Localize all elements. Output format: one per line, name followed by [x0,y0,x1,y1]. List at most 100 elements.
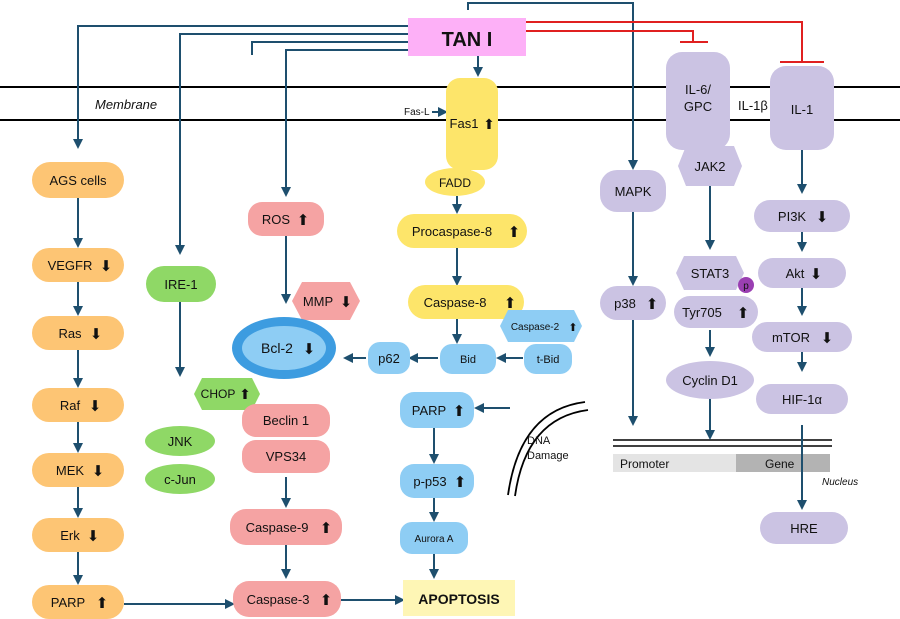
pathway-arrows [73,150,807,609]
ros-node: ROS ⬆ [248,202,324,236]
svg-text:Beclin 1: Beclin 1 [263,413,309,428]
jak2-node: JAK2 [678,146,742,186]
gene-label: Gene [765,457,795,471]
caspase2-node: Caspase-2 ⬆ [500,310,582,342]
tan-i-box [408,18,526,56]
p38-node: p38 ⬆ [600,286,666,320]
svg-text:MEK: MEK [56,463,85,478]
up-arrow-icon: ⬆ [646,296,659,313]
fas1-node: Fas1 ⬆ [446,78,498,170]
svg-text:MAPK: MAPK [615,184,652,199]
svg-text:JNK: JNK [168,434,193,449]
caspase3-node: Caspase-3 ⬆ [233,581,341,617]
svg-text:IL-1: IL-1 [791,102,813,117]
svg-text:FADD: FADD [439,176,471,190]
bid-node: Bid [440,344,496,374]
svg-text:p62: p62 [378,351,400,366]
svg-text:STAT3: STAT3 [691,266,730,281]
inhibition-lines [526,21,824,63]
svg-text:Cyclin D1: Cyclin D1 [682,373,738,388]
svg-text:Raf: Raf [60,398,81,413]
down-arrow-icon: ⬇ [90,326,103,343]
parp-left-node: PARP ⬆ [32,585,124,619]
jnk-node: JNK [145,426,215,456]
fadd-node: FADD [425,168,485,196]
svg-text:VEGFR: VEGFR [48,258,93,273]
svg-text:Caspase-9: Caspase-9 [246,520,309,535]
svg-text:CHOP: CHOP [201,387,236,401]
svg-text:Erk: Erk [60,528,80,543]
down-arrow-icon: ⬇ [87,528,100,545]
svg-text:IRE-1: IRE-1 [164,277,197,292]
tbid-node: t-Bid [524,344,572,374]
svg-text:Caspase-3: Caspase-3 [247,592,310,607]
svg-text:Bid: Bid [460,354,476,366]
beclin-node: Beclin 1 [242,404,330,437]
cjun-node: c-Jun [145,464,215,494]
p62-node: p62 [368,342,410,374]
membrane-label: Membrane [95,97,157,112]
ags-node: AGS cells [32,162,124,198]
svg-text:p: p [743,281,749,292]
gene-region [736,454,830,472]
vegfr-node: VEGFR ⬇ [32,248,124,282]
svg-text:Akt: Akt [786,266,805,281]
svg-text:Bcl-2: Bcl-2 [261,340,293,356]
caspase9-node: Caspase-9 ⬆ [230,509,342,545]
fasl-label: Fas-L [404,107,430,118]
tan-i-title: TAN I [442,29,493,51]
svg-text:Tyr705: Tyr705 [682,305,722,320]
parp-mid-node: PARP ⬆ [400,392,474,428]
down-arrow-icon: ⬇ [303,341,316,358]
stat3-node: STAT3 [676,256,744,290]
nucleus-label: Nucleus [822,477,858,488]
promoter-region [613,454,736,472]
svg-text:Fas1: Fas1 [450,116,479,131]
svg-text:Caspase-2: Caspase-2 [511,322,560,333]
down-arrow-icon: ⬇ [100,258,113,275]
akt-node: Akt ⬇ [758,258,846,288]
svg-text:Caspase-8: Caspase-8 [424,295,487,310]
cyclin-node: Cyclin D1 [666,361,754,399]
svg-text:HIF-1α: HIF-1α [782,392,823,407]
vps34-node: VPS34 [242,440,330,473]
svg-text:GPC: GPC [684,99,712,114]
apoptosis-box: APOPTOSIS [403,580,515,616]
nucleus-membrane [613,439,832,447]
up-arrow-icon: ⬆ [320,520,333,537]
hre-node: HRE [760,512,848,544]
mek-node: MEK ⬇ [32,453,124,487]
svg-text:MMP: MMP [303,294,333,309]
phospho-marker: p [738,277,754,293]
down-arrow-icon: ⬇ [816,209,829,226]
svg-text:PI3K: PI3K [778,209,807,224]
pp53-node: p-p53 ⬆ [400,464,474,498]
svg-text:Procaspase-8: Procaspase-8 [412,224,492,239]
dna-damage-line1: DNA [527,435,551,447]
tan-connectors [73,2,638,255]
svg-text:p-p53: p-p53 [413,474,446,489]
svg-text:ROS: ROS [262,212,291,227]
up-arrow-icon: ⬆ [504,295,517,312]
svg-text:Ras: Ras [58,326,82,341]
up-arrow-icon: ⬆ [297,212,310,229]
svg-text:AGS cells: AGS cells [49,173,107,188]
chop-node: CHOP ⬆ [194,378,260,410]
aurora-node: Aurora A [400,522,468,554]
dna-damage-arcs [507,401,589,497]
caspase8-node: Caspase-8 ⬆ [408,285,524,319]
svg-text:mTOR: mTOR [772,330,810,345]
down-arrow-icon: ⬇ [810,266,823,283]
mapk-node: MAPK [600,170,666,212]
svg-text:c-Jun: c-Jun [164,472,196,487]
il1b-label: IL-1β [738,98,768,113]
svg-text:Aurora A: Aurora A [415,534,454,545]
svg-text:JAK2: JAK2 [694,159,725,174]
pi3k-node: PI3K ⬇ [754,200,850,232]
up-arrow-icon: ⬆ [483,116,495,132]
up-arrow-icon: ⬆ [96,595,109,612]
promoter-label: Promoter [620,457,669,471]
bcl2-node: Bcl-2 ⬇ [232,317,336,379]
